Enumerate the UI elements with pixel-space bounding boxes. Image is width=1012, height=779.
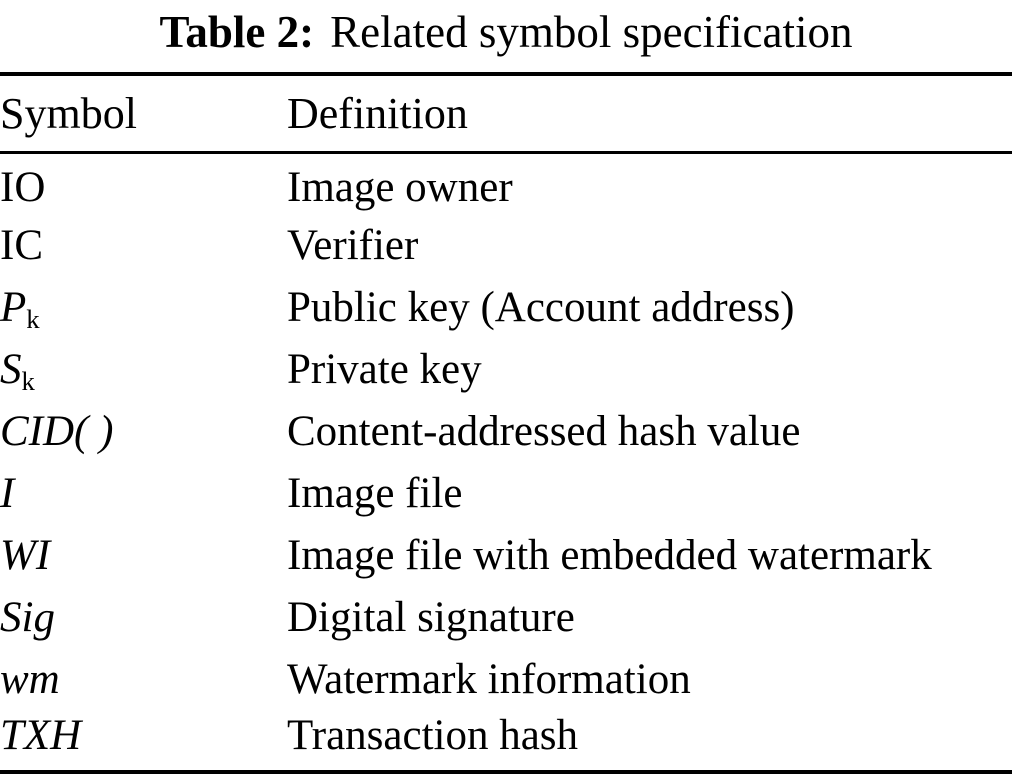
symbol-cell: WI [0,524,287,586]
table-header: Symbol Definition [0,74,1012,152]
symbol-cell: I [0,462,287,524]
symbol-cell: Pk [0,276,287,338]
table-row: TXH Transaction hash [0,710,1012,772]
symbol-cell: IC [0,214,287,276]
definition-cell: Digital signature [287,593,575,641]
definition-cell: Image owner [287,164,513,212]
definition-cell: Content-addressed hash value [287,407,801,455]
symbol-text: WI [0,531,51,579]
symbol-text: IC [0,221,43,269]
symbol-cell: Sk [0,338,287,400]
table-row: wm Watermark information [0,648,1012,710]
table-caption-label: Table 2: [159,7,315,57]
definition-cell: Watermark information [287,655,691,703]
symbol-text: CID( ) [0,407,114,455]
symbol-cell: wm [0,648,287,710]
column-header-definition: Definition [287,88,468,138]
symbol-text: I [0,469,15,517]
table-header-row: Symbol Definition [0,74,1012,152]
table-row: CID( ) Content-addressed hash value [0,400,1012,462]
symbol-cell: CID( ) [0,400,287,462]
table-row: IC Verifier [0,214,1012,276]
definition-cell: Private key [287,345,482,393]
definition-cell: Public key (Account address) [287,283,795,331]
symbol-cell: TXH [0,710,287,772]
table-row: I Image file [0,462,1012,524]
symbol-subscript: k [26,303,40,334]
definition-cell: Image file with embedded watermark [287,531,932,579]
table-caption-text: Related symbol specification [330,7,853,57]
symbol-text: Sig [0,593,55,641]
symbol-text: IO [0,164,46,212]
symbol-text: S [0,345,22,393]
symbol-cell: IO [0,152,287,214]
definition-cell: Image file [287,469,463,517]
table-caption: Table 2: Related symbol specification [0,0,1012,72]
symbol-subscript: k [21,365,35,396]
symbol-text: P [0,283,27,331]
symbol-text: wm [0,655,60,703]
table-row: IO Image owner [0,152,1012,214]
symbol-text: TXH [0,711,82,759]
symbol-cell: Sig [0,586,287,648]
definition-cell: Transaction hash [287,711,579,759]
definition-cell: Verifier [287,221,419,269]
table-row: WI Image file with embedded watermark [0,524,1012,586]
column-header-symbol: Symbol [0,88,137,138]
table-row: Sig Digital signature [0,586,1012,648]
